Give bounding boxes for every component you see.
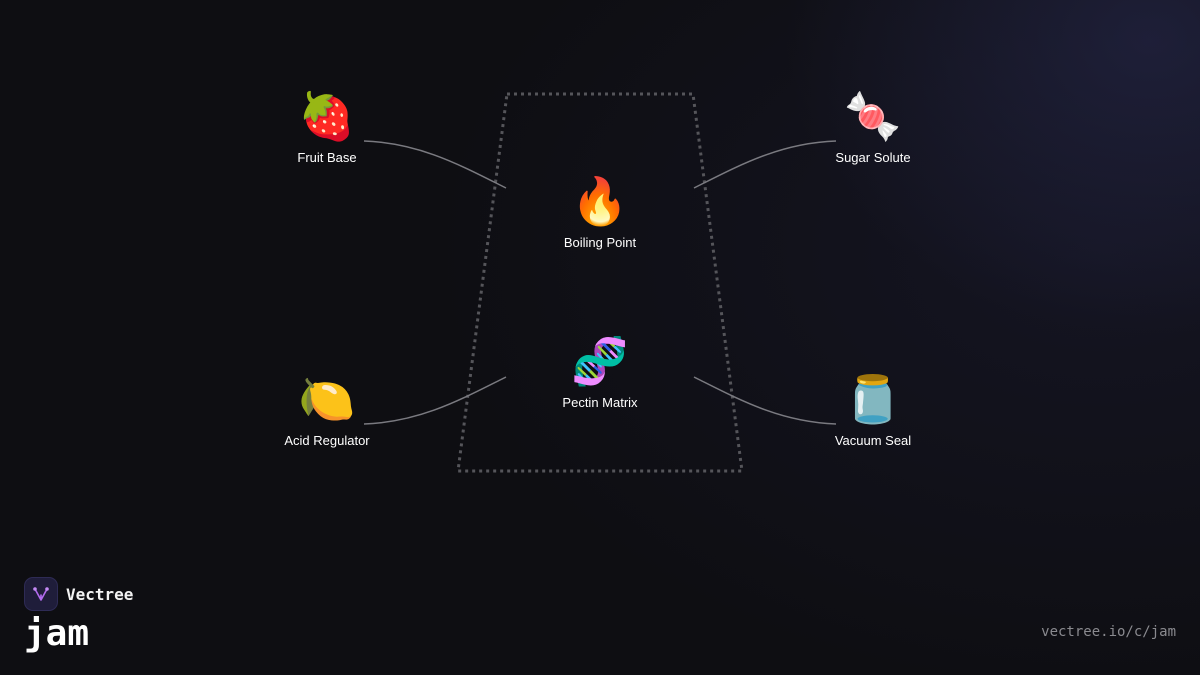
jar-outline xyxy=(456,92,744,473)
brand-row: Vectree xyxy=(24,577,133,611)
node-acid-regulator[interactable]: 🍋 Acid Regulator xyxy=(247,371,407,448)
connector-fruit-base xyxy=(363,140,507,189)
node-label: Boiling Point xyxy=(563,235,637,250)
node-label: Sugar Solute xyxy=(835,150,911,165)
node-pectin-matrix[interactable]: 🧬 Pectin Matrix xyxy=(520,333,680,410)
jar-icon: 🫙 xyxy=(844,373,902,425)
node-label: Vacuum Seal xyxy=(834,433,912,448)
connector-acid-regulator xyxy=(363,376,507,425)
footer-url-link[interactable]: vectree.io/c/jam xyxy=(1041,624,1176,640)
node-label: Acid Regulator xyxy=(284,433,370,448)
node-label: Pectin Matrix xyxy=(562,395,638,410)
brand-name: Vectree xyxy=(66,584,134,604)
connector-vacuum-seal xyxy=(693,376,837,425)
tree-branch-icon xyxy=(33,587,49,601)
fire-icon: 🔥 xyxy=(571,175,629,227)
connector-sugar-solute xyxy=(693,140,837,189)
node-boiling-point[interactable]: 🔥 Boiling Point xyxy=(520,173,680,250)
node-sugar-solute[interactable]: 🍬 Sugar Solute xyxy=(793,88,953,165)
node-vacuum-seal[interactable]: 🫙 Vacuum Seal xyxy=(793,371,953,448)
dna-icon: 🧬 xyxy=(571,335,629,387)
node-fruit-base[interactable]: 🍓 Fruit Base xyxy=(247,88,407,165)
lemon-icon: 🍋 xyxy=(298,373,356,425)
candy-icon: 🍬 xyxy=(844,90,902,142)
page-title: jam xyxy=(24,613,90,654)
brand-block: Vectree jam xyxy=(24,577,133,655)
strawberry-icon: 🍓 xyxy=(298,90,356,142)
node-label: Fruit Base xyxy=(297,150,357,165)
vectree-logo-icon xyxy=(24,577,58,611)
